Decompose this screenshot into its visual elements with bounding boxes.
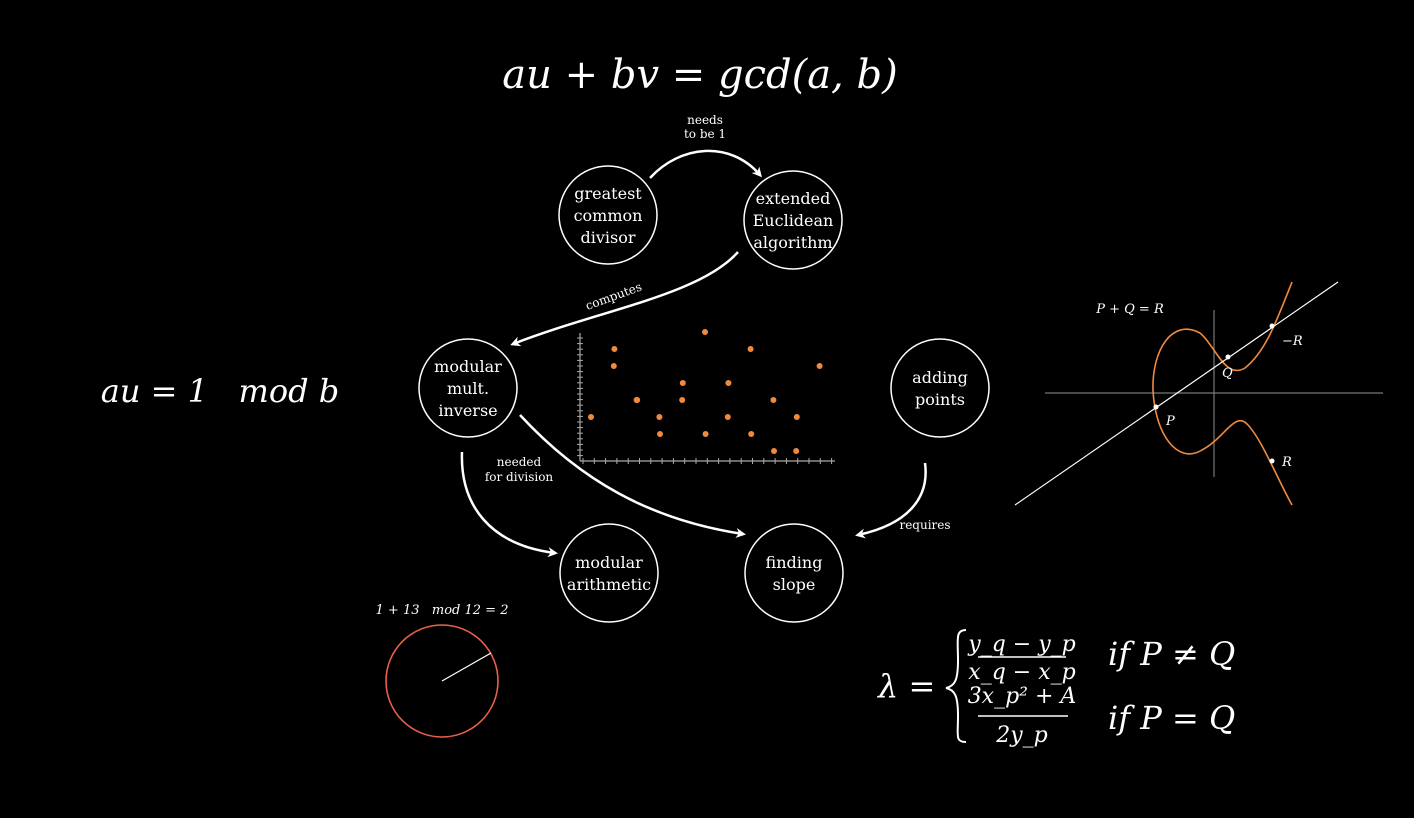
edge-needed-label-2: for division [485,470,554,484]
label-q: Q [1222,366,1233,381]
node-adding-line1: adding [912,368,968,387]
label-r: R [1281,455,1292,470]
scatter-dot [657,431,663,437]
node-gcd: greatest common divisor [558,165,658,265]
node-inverse: modular mult. inverse [418,338,518,438]
node-modarith-line2: arithmetic [567,575,651,594]
label-p: P [1165,414,1175,429]
node-gcd-line3: divisor [580,228,635,247]
node-inverse-line3: inverse [438,401,497,420]
scatter-dot [611,346,618,352]
node-adding-line2: points [915,390,965,409]
node-inverse-line2: mult. [447,379,489,398]
slope-brace [945,629,967,743]
node-euclid-line2: Euclidean [753,211,834,230]
scatter-dot [724,414,731,420]
node-euclid-line3: algorithm [753,233,832,252]
slope-case1-numerator: y_q − y_p [967,632,1075,657]
scatter-ticks [577,337,833,464]
scatter-dot [702,431,709,437]
node-gcd-line1: greatest [574,184,642,203]
point-r [1269,458,1275,464]
edge-computes-arrow [510,251,739,347]
elliptic-curve-plot: P + Q = R P Q −R R [1014,281,1383,506]
scatter-dot [610,363,617,369]
clock-hand [441,652,492,682]
node-slope-line2: slope [773,575,816,594]
edge-needed-arrow [460,451,558,558]
edge-needs-label-2: to be 1 [684,127,726,141]
inverse-equation: au = 1 mod b [101,372,339,410]
clock-diagram: 1 + 13 mod 12 = 2 [376,603,509,738]
scatter-dot [656,414,663,420]
slope-lhs: λ = [876,667,935,705]
node-slope: finding slope [744,523,844,623]
node-gcd-line2: common [574,206,643,225]
clock-caption: 1 + 13 mod 12 = 2 [376,603,509,618]
edge-computes-label: computes [584,280,644,313]
label-neg-r: −R [1282,334,1303,349]
node-modarith: modular arithmetic [559,523,659,623]
edge-needed-label-1: needed [497,455,542,469]
slope-formula: λ = y_q − y_p x_q − x_p if P ≠ Q 3x_p² +… [876,629,1235,748]
scatter-dot [747,346,754,352]
scatter-dot [770,397,777,403]
scatter-dot [725,380,732,386]
curve-title: P + Q = R [1095,302,1164,317]
scatter-dot [588,414,594,420]
clock-face [385,624,499,738]
node-euclid: extended Euclidean algorithm [743,170,843,270]
slope-case1-denominator: x_q − x_p [968,660,1075,685]
secant-line [1014,281,1339,506]
scatter-dot [702,329,708,335]
node-adding: adding points [890,338,990,438]
scatter-dot [679,380,686,386]
slope-case2-condition: if P = Q [1108,699,1235,737]
scatter-dot [633,397,640,403]
elliptic-curve [1152,281,1293,506]
slope-case2-denominator: 2y_p [995,723,1048,748]
scatter-dot [793,414,800,420]
edge-needs-arrow [649,149,762,179]
scatter-dot [793,448,800,454]
scatter-dots [588,329,823,454]
node-inverse-line1: modular [434,357,502,376]
node-slope-line1: finding [766,553,823,572]
scatter-dot [679,397,686,403]
scatter-plot [577,329,835,464]
node-modarith-line1: modular [575,553,643,572]
node-euclid-line1: extended [756,189,831,208]
scatter-dot [771,448,777,454]
slope-case1-condition: if P ≠ Q [1108,635,1235,673]
point-q [1225,354,1231,360]
scatter-dot [816,363,823,369]
slope-case2-numerator: 3x_p² + A [968,684,1077,709]
point-p [1153,404,1159,410]
scatter-dot [748,431,755,437]
point-neg-r [1269,323,1275,329]
edge-requires-arrow [855,462,927,539]
edge-inverse-slope-arrow [519,414,746,538]
edge-requires-label: requires [899,518,950,532]
edge-needs-label-1: needs [687,113,723,127]
bezout-equation: au + bv = gcd(a, b) [502,52,897,98]
